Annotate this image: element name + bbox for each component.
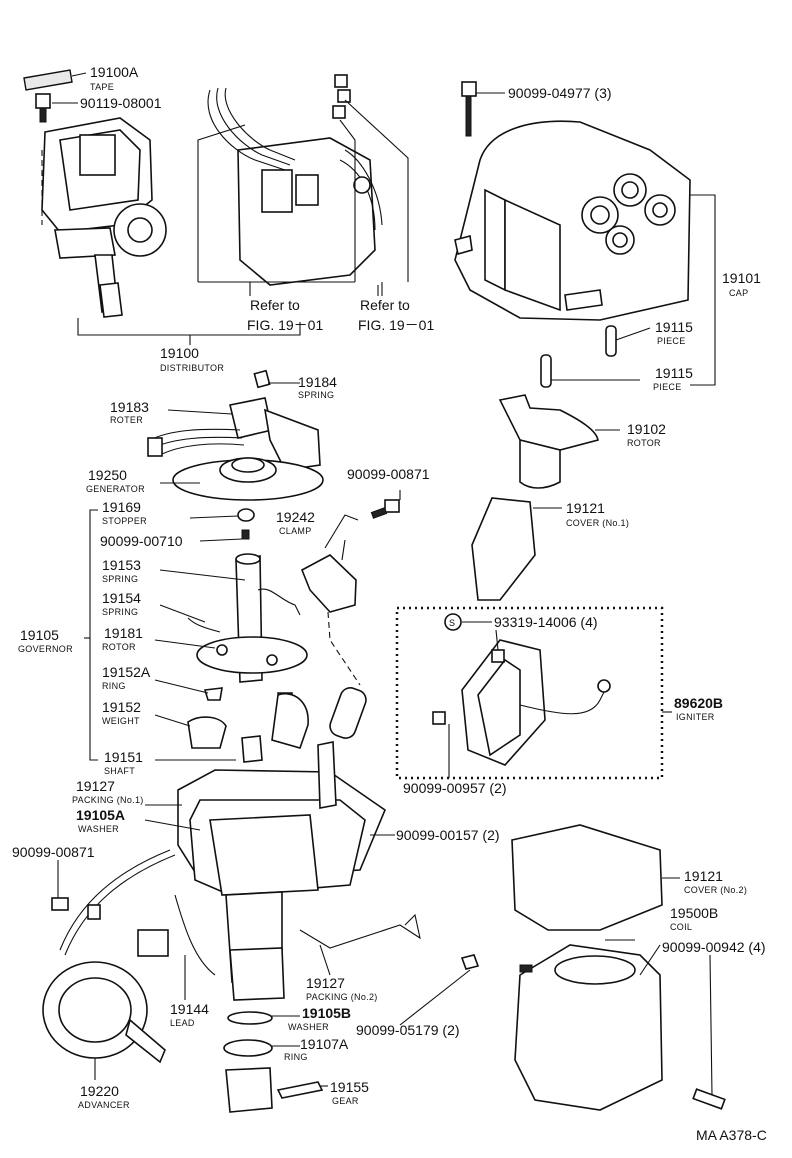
label-19154-name: SPRING <box>102 607 138 617</box>
figure-code: MA A378-C <box>696 1127 767 1143</box>
label-19127a-number: 19127 <box>76 778 115 794</box>
label-19105-number: 19105 <box>20 627 59 643</box>
s-symbol: S <box>444 613 462 631</box>
label-19115b-number: 19115 <box>655 365 693 381</box>
label-90099-05179: 90099-05179 (2) <box>356 1022 460 1038</box>
label-19127a-name: PACKING (No.1) <box>72 795 144 805</box>
label-19152-name: WEIGHT <box>102 716 140 726</box>
coil-illustration <box>514 944 726 1111</box>
label-19220-name: ADVANCER <box>78 1100 130 1110</box>
label-90099-00157: 90099-00157 (2) <box>396 827 500 843</box>
cap-bracket <box>690 194 716 386</box>
label-19184-name: SPRING <box>298 390 334 400</box>
label-19115b-name: PIECE <box>653 382 682 392</box>
label-19121a-number: 19121 <box>566 500 605 516</box>
label-19220-number: 19220 <box>80 1083 119 1099</box>
governor-stack-illustration <box>187 508 309 763</box>
label-90099-00957: 90099-00957 (2) <box>403 780 507 796</box>
label-19500b-name: COIL <box>670 922 692 932</box>
label-19121b-name: COVER (No.2) <box>684 885 747 895</box>
label-19184-number: 19184 <box>298 374 337 390</box>
label-19101-name: CAP <box>729 288 748 298</box>
label-19102-name: ROTOR <box>627 438 661 448</box>
ref2-line1: Refer to <box>360 297 410 313</box>
label-19500b-number: 19500B <box>670 905 718 921</box>
label-19152a-name: RING <box>102 681 126 691</box>
distributor-bracket <box>77 318 301 336</box>
label-19153-name: SPRING <box>102 574 138 584</box>
distributor-cap-illustration <box>454 81 691 388</box>
label-19152a-number: 19152A <box>102 664 151 680</box>
rotor-illustration <box>498 394 599 489</box>
label-89620b-number: 89620B <box>674 695 723 711</box>
label-90099-00710: 90099-00710 <box>100 533 183 549</box>
signal-generator-illustration <box>147 369 324 501</box>
label-90099-00942: 90099-00942 (4) <box>662 939 766 955</box>
leader-lines <box>52 72 713 1096</box>
label-19151-name: SHAFT <box>104 766 135 776</box>
label-19151-number: 19151 <box>104 749 143 765</box>
label-19100a-number: 19100A <box>90 64 139 80</box>
label-19154-number: 19154 <box>102 590 141 606</box>
label-19153-number: 19153 <box>102 557 141 573</box>
label-19100-number: 19100 <box>160 345 199 361</box>
ref1-line1: Refer to <box>250 297 300 313</box>
ref2-line2: FIG. 19－01 <box>358 317 434 333</box>
part-labels: 19100A TAPE 90119-08001 Refer to FIG. 19… <box>12 64 767 1143</box>
igniter-illustration <box>432 639 611 766</box>
label-19107a-number: 19107A <box>300 1036 349 1052</box>
label-19250-name: GENERATOR <box>86 484 145 494</box>
label-19181-number: 19181 <box>104 625 143 641</box>
label-19181-name: ROTOR <box>102 642 136 652</box>
housing-illustration <box>177 687 386 1113</box>
label-19169-name: STOPPER <box>102 516 147 526</box>
label-19183-number: 19183 <box>110 399 149 415</box>
label-19101-number: 19101 <box>722 270 761 286</box>
packing-no2-illustration <box>299 913 421 949</box>
label-19115a-number: 19115 <box>655 319 693 335</box>
ref1-line2: FIG. 19－01 <box>247 317 323 333</box>
label-90099-04977: 90099-04977 (3) <box>508 85 612 101</box>
governor-bracket <box>89 509 98 761</box>
label-19100-name: DISTRIBUTOR <box>160 363 224 373</box>
label-19183-name: ROTER <box>110 415 143 425</box>
clamp-illustration <box>300 499 400 686</box>
label-19155-number: 19155 <box>330 1079 369 1095</box>
label-19127b-name: PACKING (No.2) <box>306 992 378 1002</box>
label-90119-08001: 90119-08001 <box>80 95 162 111</box>
label-19152-number: 19152 <box>102 699 141 715</box>
s-symbol-letter: S <box>449 618 455 628</box>
label-19250-number: 19250 <box>88 467 127 483</box>
igniter-group-box <box>395 606 664 780</box>
cover-no1-illustration <box>471 497 536 601</box>
label-19144-name: LEAD <box>170 1018 195 1028</box>
label-19115a-name: PIECE <box>657 336 686 346</box>
nut-90099-05179 <box>460 954 480 970</box>
label-19105a-number: 19105A <box>76 807 125 823</box>
label-90099-00871a: 90099-00871 <box>347 466 430 482</box>
label-93319-14006: 93319-14006 (4) <box>494 614 598 630</box>
label-19169-number: 19169 <box>102 499 141 515</box>
label-19242-name: CLAMP <box>279 526 312 536</box>
label-19242-number: 19242 <box>276 509 315 525</box>
label-19102-number: 19102 <box>627 421 666 437</box>
label-19100a-name: TAPE <box>90 82 114 92</box>
advancer-illustration <box>42 849 216 1064</box>
distributor-assembly-illustration <box>23 69 167 318</box>
label-19121b-number: 19121 <box>684 868 723 884</box>
label-90099-00871b: 90099-00871 <box>12 844 95 860</box>
label-19121a-name: COVER (No.1) <box>566 518 629 528</box>
label-19105a-name: WASHER <box>78 824 119 834</box>
label-89620b-name: IGNITER <box>676 712 715 722</box>
label-19105b-number: 19105B <box>302 1005 351 1021</box>
cover-no2-illustration <box>511 824 663 931</box>
label-19127b-number: 19127 <box>306 975 345 991</box>
label-19105b-name: WASHER <box>288 1022 329 1032</box>
label-19107a-name: RING <box>284 1052 308 1062</box>
harness-reference-illustration <box>197 74 409 296</box>
label-19105-name: GOVERNOR <box>18 644 73 654</box>
label-19155-name: GEAR <box>332 1096 359 1106</box>
label-19144-number: 19144 <box>170 1001 209 1017</box>
